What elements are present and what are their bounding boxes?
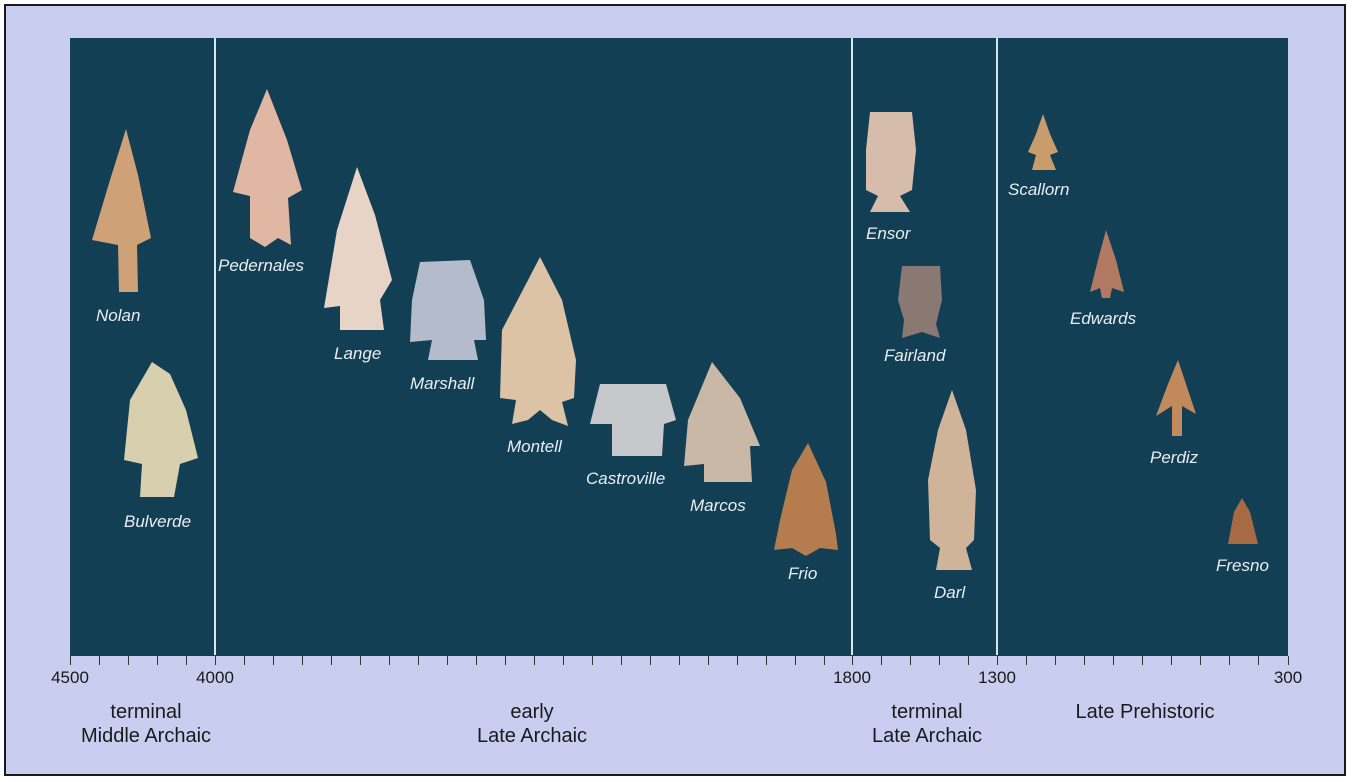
scallorn-point [1028, 114, 1058, 170]
period-line1: early [477, 700, 587, 724]
axis-tick [679, 656, 680, 665]
axis-tick [1171, 656, 1172, 665]
axis-tick [1142, 656, 1143, 665]
period-line1: terminal [872, 700, 982, 724]
axis-tick [766, 656, 767, 665]
label-frio: Frio [788, 564, 817, 584]
axis-tick [621, 656, 622, 665]
axis-tick [1084, 656, 1085, 665]
axis-tick [331, 656, 332, 665]
axis-tick [447, 656, 448, 665]
label-scallorn: Scallorn [1008, 180, 1069, 200]
label-bulverde: Bulverde [124, 512, 191, 532]
axis-tick [997, 656, 998, 665]
axis-tick [418, 656, 419, 665]
axis-tick [273, 656, 274, 665]
axis-tick [389, 656, 390, 665]
axis-tick [302, 656, 303, 665]
perdiz-point [1156, 360, 1196, 436]
ensor-point [866, 112, 916, 212]
axis-tick [852, 656, 853, 665]
frio-point [774, 443, 838, 556]
axis-tick [99, 656, 100, 665]
axis-tick [360, 656, 361, 665]
axis-tick [215, 656, 216, 665]
label-marshall: Marshall [410, 374, 474, 394]
fresno-point [1228, 498, 1258, 544]
label-montell: Montell [507, 437, 562, 457]
darl-point [928, 390, 976, 570]
axis-tick [244, 656, 245, 665]
axis-tick [1288, 656, 1289, 665]
fairland-point [898, 266, 942, 338]
period-line2: Middle Archaic [81, 724, 211, 748]
axis-label-300: 300 [1274, 668, 1302, 688]
castroville-point [590, 384, 676, 456]
period-terminal-middle-archaic: terminal Middle Archaic [81, 700, 211, 748]
axis-tick [1113, 656, 1114, 665]
period-line1: terminal [81, 700, 211, 724]
label-nolan: Nolan [96, 306, 140, 326]
axis-label-1300: 1300 [978, 668, 1016, 688]
label-marcos: Marcos [690, 496, 746, 516]
label-pedernales: Pedernales [218, 256, 304, 276]
axis-tick [737, 656, 738, 665]
axis-tick [650, 656, 651, 665]
axis-tick [910, 656, 911, 665]
axis-label-4500: 4500 [51, 668, 89, 688]
label-lange: Lange [334, 344, 381, 364]
axis-tick [157, 656, 158, 665]
period-line2: Late Archaic [872, 724, 982, 748]
pedernales-point [233, 89, 302, 247]
axis-tick [534, 656, 535, 665]
axis-tick [795, 656, 796, 665]
axis-tick [186, 656, 187, 665]
axis-tick [968, 656, 969, 665]
montell-point [500, 257, 576, 426]
axis-tick [1026, 656, 1027, 665]
axis-tick [1258, 656, 1259, 665]
axis-tick [128, 656, 129, 665]
label-fresno: Fresno [1216, 556, 1269, 576]
bulverde-point [124, 362, 198, 497]
axis-tick [476, 656, 477, 665]
axis-tick [1055, 656, 1056, 665]
label-edwards: Edwards [1070, 309, 1136, 329]
label-darl: Darl [934, 583, 965, 603]
axis-tick [881, 656, 882, 665]
nolan-point [92, 129, 151, 292]
lange-point [324, 167, 392, 330]
axis-tick [939, 656, 940, 665]
marshall-point [410, 260, 486, 360]
period-early-late-archaic: early Late Archaic [477, 700, 587, 748]
label-fairland: Fairland [884, 346, 945, 366]
period-line2: Late Archaic [477, 724, 587, 748]
axis-tick [1200, 656, 1201, 665]
period-late-prehistoric: Late Prehistoric [1076, 700, 1215, 724]
axis-tick [592, 656, 593, 665]
axis-label-4000: 4000 [196, 668, 234, 688]
axis-tick [708, 656, 709, 665]
axis-tick [1229, 656, 1230, 665]
axis-tick [70, 656, 71, 665]
marcos-point [684, 362, 760, 482]
period-terminal-late-archaic: terminal Late Archaic [872, 700, 982, 748]
edwards-point [1090, 230, 1124, 298]
axis-tick [824, 656, 825, 665]
label-ensor: Ensor [866, 224, 910, 244]
label-castroville: Castroville [586, 469, 665, 489]
axis-tick [505, 656, 506, 665]
period-line1: Late Prehistoric [1076, 700, 1215, 724]
axis-tick [563, 656, 564, 665]
label-perdiz: Perdiz [1150, 448, 1198, 468]
axis-label-1800: 1800 [833, 668, 871, 688]
